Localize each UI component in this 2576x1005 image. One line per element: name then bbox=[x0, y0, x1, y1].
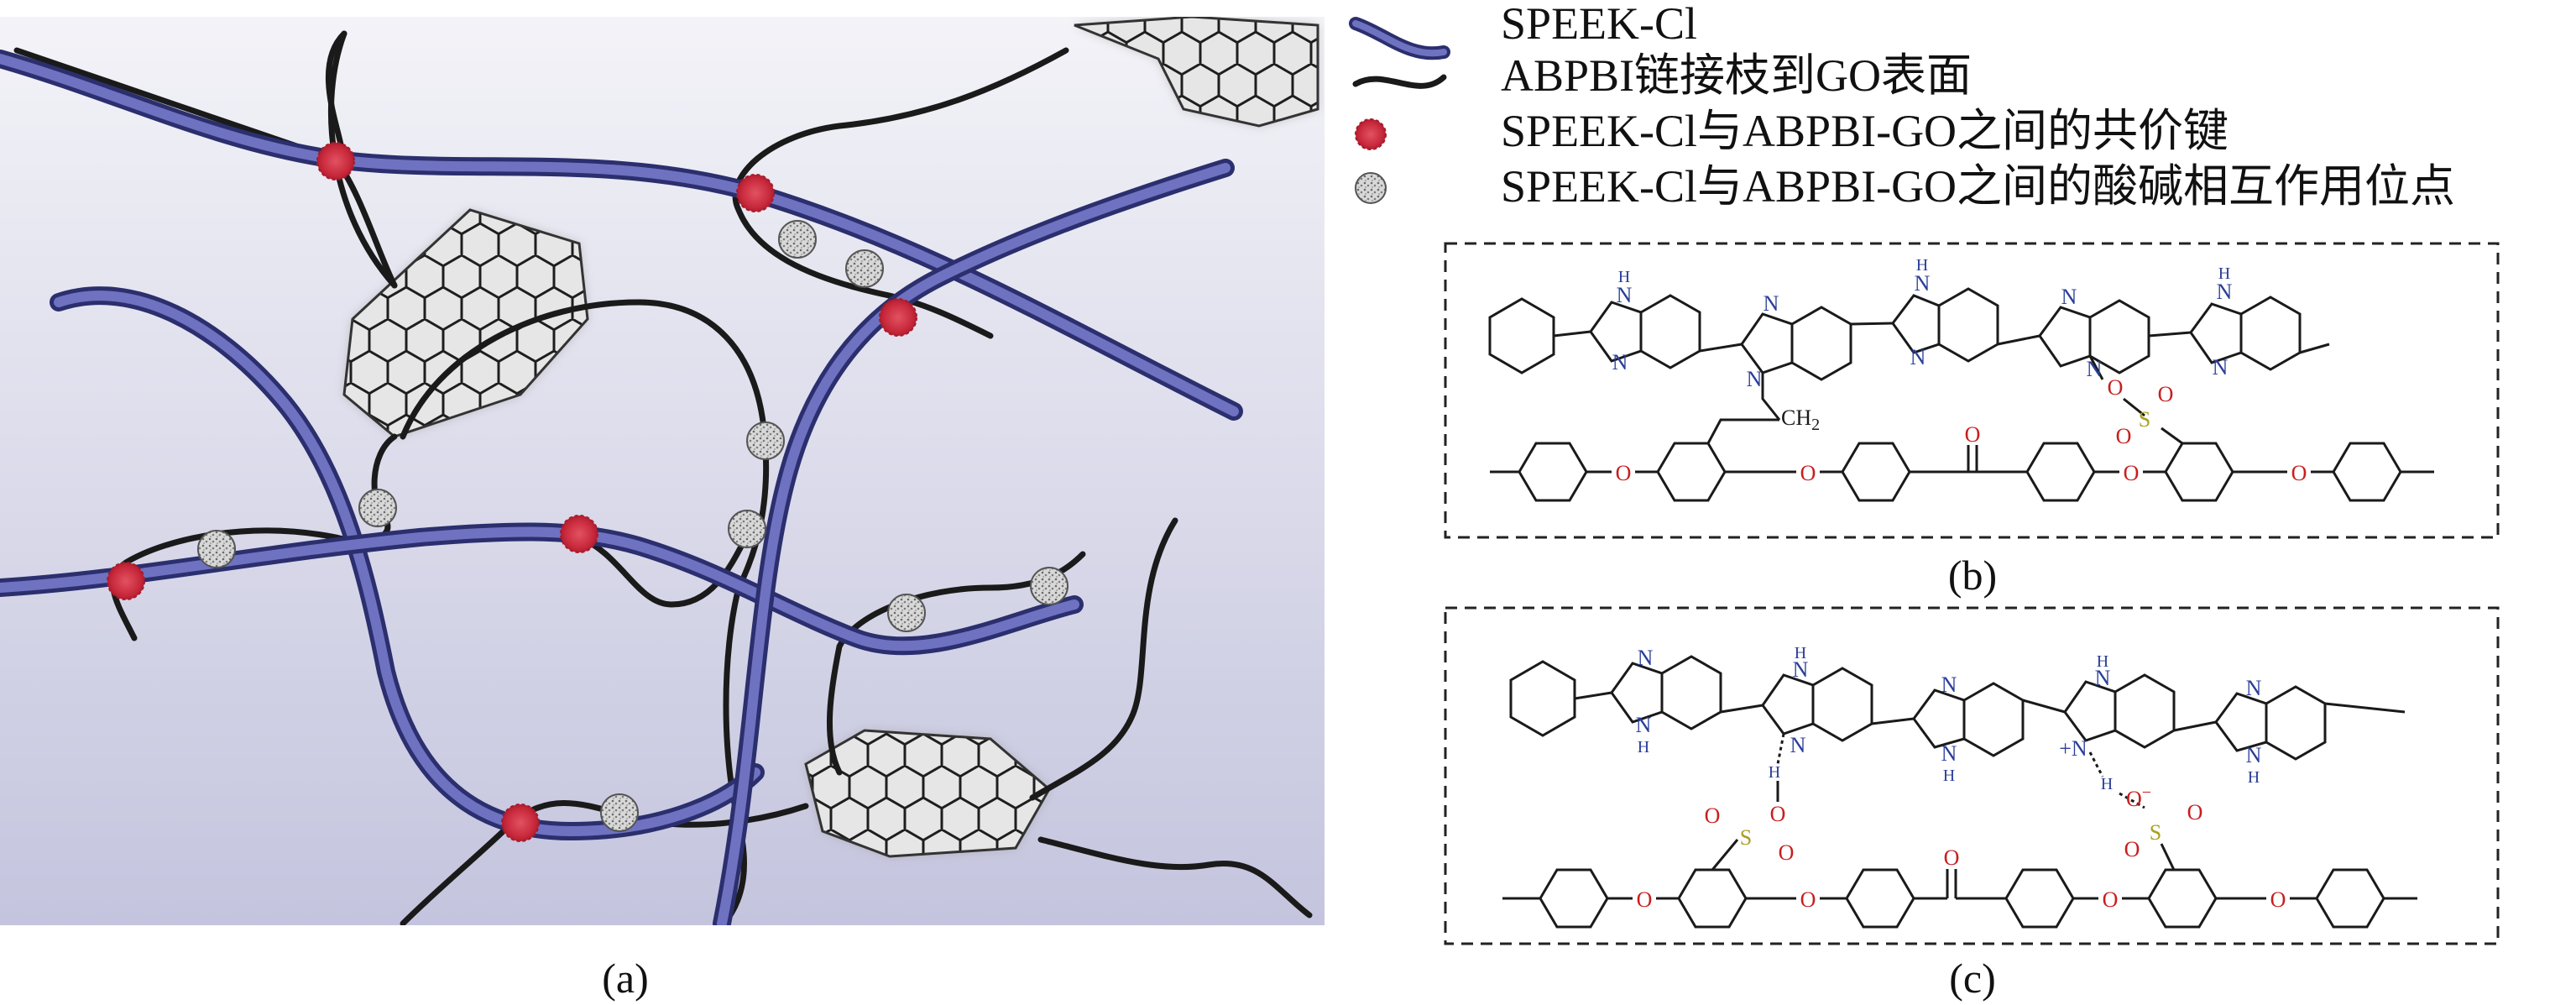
atom-o: O bbox=[1637, 887, 1653, 912]
covalent-dot bbox=[736, 174, 775, 212]
legend-gray-dot-icon bbox=[1355, 172, 1387, 204]
covalent-bond-dots bbox=[107, 142, 917, 842]
atom-o: O bbox=[1800, 461, 1816, 485]
atom-n: N bbox=[2087, 357, 2103, 381]
acid-base-dot bbox=[358, 489, 397, 527]
panel-c-structure: N N H N H N H O O S O N N H N H +N H O− … bbox=[1444, 606, 2500, 945]
legend-label-acid-base: SPEEK-Cl与ABPBI-GO之间的酸碱相互作用位点 bbox=[1501, 161, 2455, 212]
acid-base-dots bbox=[197, 220, 1069, 832]
atom-n: N bbox=[1747, 367, 1763, 391]
covalent-dot bbox=[501, 803, 540, 842]
atom-o-minus: O− bbox=[2126, 783, 2151, 811]
atom-o: O bbox=[1770, 802, 1786, 826]
covalent-dot bbox=[560, 515, 598, 553]
legend-item-covalent: SPEEK-Cl与ABPBI-GO之间的共价键 bbox=[1355, 106, 2229, 156]
atom-n: N bbox=[2246, 676, 2262, 700]
graphene-sheet-1 bbox=[342, 208, 589, 438]
atom-o: O bbox=[2291, 461, 2307, 485]
covalent-dot bbox=[107, 562, 145, 600]
atom-h: H bbox=[2248, 768, 2260, 787]
atom-n: N bbox=[1612, 350, 1628, 374]
atom-n-plus: +N bbox=[2059, 736, 2087, 761]
atom-h: H bbox=[2097, 652, 2108, 671]
graphene-sheet-2 bbox=[804, 729, 1051, 858]
atom-o: O bbox=[1965, 422, 1981, 447]
acid-base-dot bbox=[197, 530, 236, 568]
panel-b-label: (b) bbox=[1948, 552, 1997, 599]
atom-o: O bbox=[2187, 800, 2203, 824]
atom-s: S bbox=[2139, 407, 2150, 432]
legend-label-abpbi: ABPBI链接枝到GO表面 bbox=[1501, 50, 1972, 101]
atom-h: H bbox=[2101, 775, 2113, 793]
acid-base-dot bbox=[887, 594, 926, 632]
atom-h: H bbox=[1769, 763, 1780, 782]
atom-n: N bbox=[1763, 291, 1779, 316]
atom-n: N bbox=[1617, 283, 1633, 307]
atom-n: N bbox=[1638, 646, 1654, 670]
atom-o: O bbox=[1800, 887, 1816, 912]
atom-n: N bbox=[1793, 657, 1809, 682]
legend: SPEEK-Cl ABPBI链接枝到GO表面 SPEEK-Cl与ABPBI-GO… bbox=[1349, 0, 2455, 212]
legend-black-chain-icon bbox=[1352, 74, 1447, 89]
atom-n: N bbox=[2217, 280, 2233, 304]
graphene-sheet-3 bbox=[1074, 17, 1319, 128]
atom-n: N bbox=[1790, 733, 1806, 757]
acid-base-dot bbox=[600, 793, 639, 832]
legend-label-speek: SPEEK-Cl bbox=[1501, 0, 1697, 49]
atom-o: O bbox=[1779, 840, 1795, 865]
covalent-dot bbox=[879, 298, 917, 337]
atom-n: N bbox=[2095, 666, 2111, 690]
atom-o: O bbox=[1705, 803, 1721, 828]
atom-o: O bbox=[1616, 461, 1632, 485]
atom-n: N bbox=[2213, 355, 2229, 379]
atom-h: H bbox=[1795, 644, 1806, 662]
acid-base-dot bbox=[845, 249, 884, 288]
legend-item-speek: SPEEK-Cl bbox=[1349, 0, 1697, 60]
atom-ch2: CH2 bbox=[1781, 406, 1820, 434]
atom-o: O bbox=[1944, 845, 1960, 870]
atom-o: O bbox=[2124, 837, 2140, 861]
atom-n: N bbox=[2246, 743, 2262, 767]
atom-s: S bbox=[2150, 820, 2161, 845]
panel-c-label: (c) bbox=[1949, 955, 1996, 1002]
atom-h: H bbox=[1618, 268, 1630, 286]
atom-n: N bbox=[1915, 271, 1931, 296]
legend-red-dot-icon bbox=[1355, 118, 1387, 150]
atom-n: N bbox=[2061, 285, 2077, 309]
atom-n: N bbox=[1941, 673, 1957, 697]
atom-n: N bbox=[1910, 345, 1926, 369]
atom-o: O bbox=[2158, 382, 2174, 406]
acid-base-dot bbox=[746, 421, 785, 460]
legend-label-covalent: SPEEK-Cl与ABPBI-GO之间的共价键 bbox=[1501, 106, 2229, 156]
legend-item-acid-base: SPEEK-Cl与ABPBI-GO之间的酸碱相互作用位点 bbox=[1355, 161, 2455, 212]
atom-n: N bbox=[1636, 713, 1652, 737]
atom-h: H bbox=[2218, 264, 2230, 283]
atom-h: H bbox=[1638, 738, 1649, 756]
panel-a-label: (a) bbox=[602, 955, 649, 1002]
acid-base-dot bbox=[1030, 567, 1069, 605]
panel-a-background bbox=[0, 17, 1325, 925]
atom-o: O bbox=[2108, 375, 2124, 400]
covalent-dot bbox=[316, 142, 355, 181]
atom-s: S bbox=[1740, 825, 1752, 850]
legend-item-abpbi: ABPBI链接枝到GO表面 bbox=[1352, 50, 1972, 101]
atom-o: O bbox=[2124, 461, 2140, 485]
acid-base-dot bbox=[778, 220, 817, 259]
atom-h: H bbox=[1943, 767, 1955, 785]
acid-base-dot bbox=[728, 510, 766, 548]
panel-a-illustration bbox=[0, 17, 1325, 925]
atom-o: O bbox=[2103, 887, 2119, 912]
panel-b-structure: N H N N N CH2 N H N N N O S O O N H N O … bbox=[1444, 242, 2500, 539]
atom-n: N bbox=[1941, 741, 1957, 766]
atom-o: O bbox=[2116, 424, 2132, 448]
panel-b-frame bbox=[1444, 242, 2500, 539]
panel-c-frame bbox=[1444, 606, 2500, 945]
atom-o: O bbox=[2270, 887, 2286, 912]
atom-h: H bbox=[1916, 256, 1928, 275]
